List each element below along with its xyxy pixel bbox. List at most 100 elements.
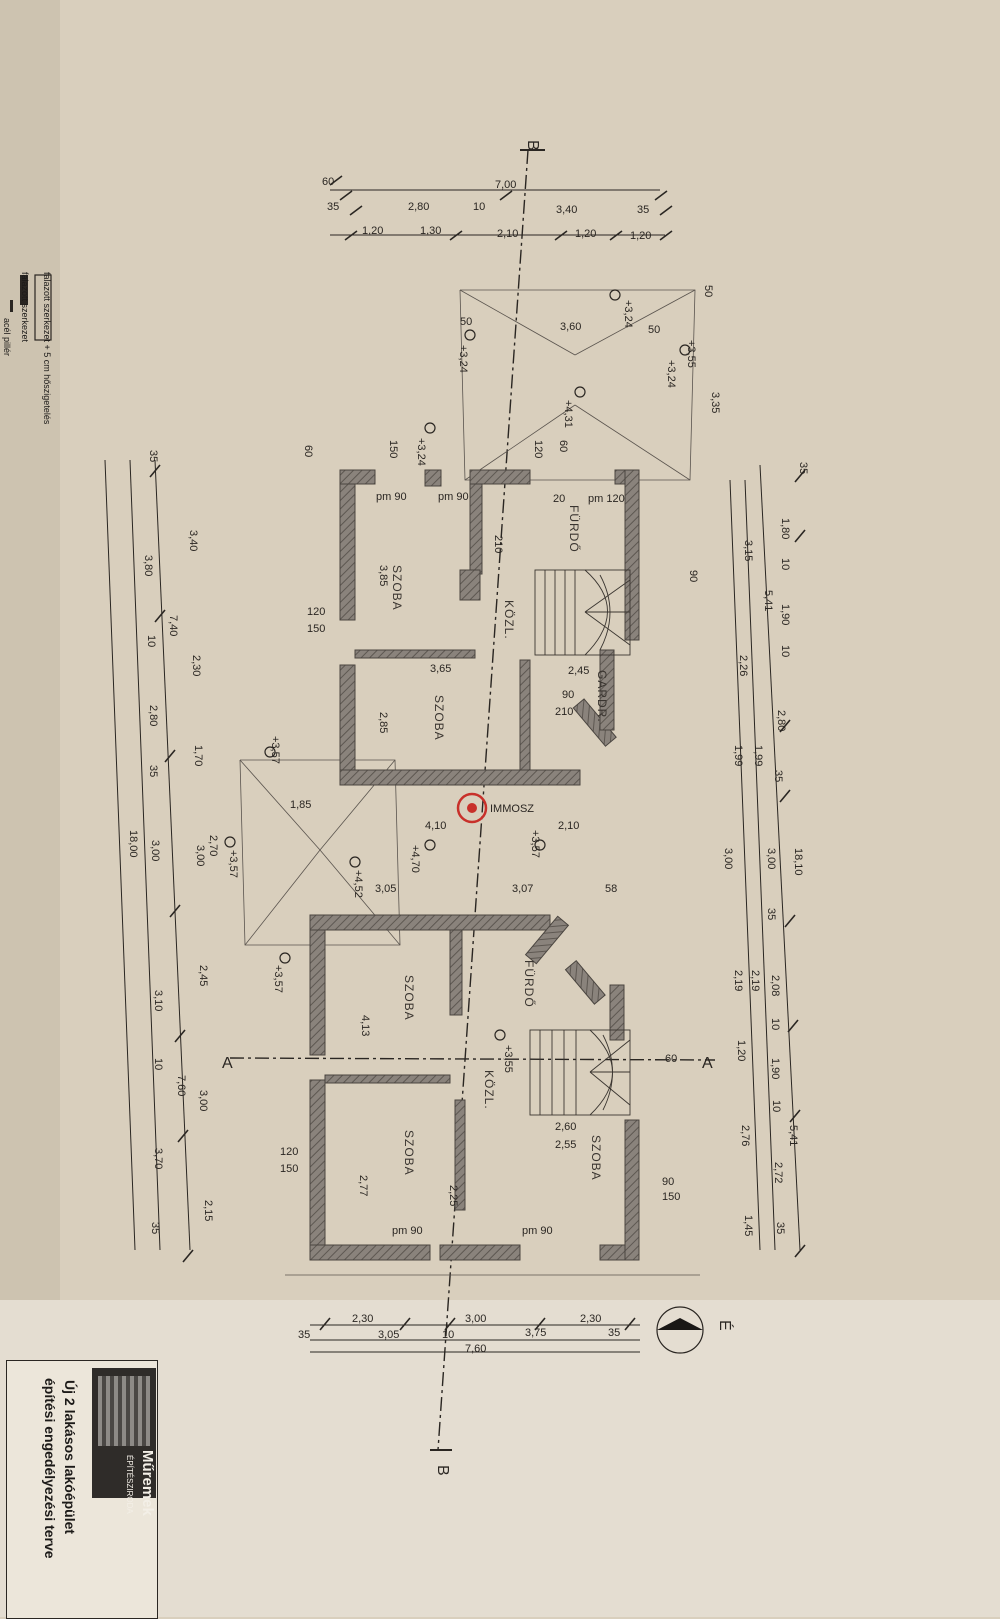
lower-unit-walls	[309, 914, 640, 1261]
legend-swatches	[10, 274, 52, 341]
watermark-text: IMMOSZ	[490, 803, 534, 815]
room-label-furdo-1: FÜRDŐ	[567, 505, 582, 553]
interior-label: 3,07	[512, 883, 533, 895]
interior-label: 50	[648, 324, 660, 336]
dim-label: 3,00	[465, 1313, 486, 1325]
dim-label: 2,19	[732, 970, 744, 991]
dim-label: 10	[779, 645, 791, 657]
dim-label: 2,72	[772, 1162, 784, 1183]
dim-label: 1,90	[769, 1058, 781, 1079]
dim-label: 2,80	[147, 705, 159, 726]
dim-label: 1,99	[752, 745, 764, 766]
room-label-szoba-1: SZOBA	[390, 565, 404, 611]
room-label-szoba-2: SZOBA	[432, 695, 446, 741]
interior-label: 4,10	[425, 820, 446, 832]
section-line-a	[229, 1057, 716, 1061]
interior-label: pm 90	[392, 1225, 423, 1237]
dim-label: 2,80	[775, 710, 787, 731]
interior-label: 150	[662, 1191, 680, 1203]
dim-label: 35	[774, 1222, 786, 1234]
interior-label: 2,70	[207, 835, 219, 856]
interior-label: 2,10	[558, 820, 579, 832]
dim-label: 18,00	[127, 830, 139, 858]
dim-label: 2,15	[202, 1200, 214, 1221]
interior-label: 2,55	[555, 1139, 576, 1151]
wall	[339, 469, 356, 621]
dimension-lines	[104, 189, 801, 1353]
dim-label: 1,30	[420, 225, 441, 237]
dim-label: 2,76	[739, 1125, 751, 1146]
north-label: É	[716, 1320, 735, 1331]
legend-item-steel-pillar: acél pillér	[2, 318, 12, 357]
dim-label: 10	[770, 1100, 782, 1112]
dim-label: 10	[473, 201, 485, 213]
project-title: Új 2 lakásos lakóépület	[62, 1380, 78, 1535]
dim-label: 1,45	[742, 1215, 754, 1236]
dim-label: 3,00	[149, 840, 161, 861]
dim-label: 7,60	[465, 1343, 486, 1355]
dim-label: 1,90	[779, 604, 791, 625]
dim-label: 35	[797, 462, 809, 474]
interior-label: 50	[702, 285, 714, 297]
interior-label: 2,45	[568, 665, 589, 677]
legend-item-wall: falazott szerkezet	[20, 272, 30, 343]
upper-staircase	[534, 569, 631, 656]
room-label-furdo-2: FÜRDŐ	[522, 960, 537, 1008]
level-label: +3,55	[685, 340, 697, 368]
interior-label: 58	[605, 883, 617, 895]
dim-label: 35	[147, 765, 159, 777]
dim-label: 1,20	[630, 230, 651, 242]
dim-label: 7,60	[175, 1075, 187, 1096]
level-label: +3,24	[665, 360, 677, 388]
dim-label: 2,10	[497, 228, 518, 240]
title-block: Műremek ÉPÍTÉSZIRODA Új 2 lakásos lakóép…	[0, 1360, 162, 1619]
dim-label: 60	[302, 445, 314, 457]
section-mark-a-right: A	[702, 1055, 713, 1072]
interior-label: 60	[665, 1053, 677, 1065]
dim-label: 18,10	[792, 848, 804, 876]
dim-label: 10	[145, 635, 157, 647]
lower-staircase	[529, 1029, 631, 1116]
interior-label: 3,60	[560, 321, 581, 333]
room-label-kozl-1: KÖZL.	[502, 600, 516, 640]
level-label: +3,57	[269, 736, 281, 764]
interior-label: pm 120	[588, 493, 625, 505]
level-label: +3,55	[502, 1045, 514, 1073]
watermark-logo	[456, 792, 488, 824]
dim-label: 1,20	[735, 1040, 747, 1061]
dim-label: 35	[772, 770, 784, 782]
dim-label: 2,30	[580, 1313, 601, 1325]
paper-lower-fold	[0, 1300, 1000, 1617]
dim-label: 35	[608, 1327, 620, 1339]
dim-label: 7,40	[167, 615, 179, 636]
interior-label: 210	[492, 535, 504, 553]
section-mark-b-top: B	[524, 140, 541, 151]
dim-label: 10	[442, 1329, 454, 1341]
dim-label: 3,40	[187, 530, 199, 551]
dim-label: 2,30	[190, 655, 202, 676]
dim-label: 3,75	[525, 1327, 546, 1339]
interior-label: 90	[687, 570, 699, 582]
dim-label: 2,26	[737, 655, 749, 676]
dim-label: 10	[779, 558, 791, 570]
dim-label: 7,00	[495, 179, 516, 191]
interior-label: 150	[387, 440, 399, 458]
room-label-szoba-5: SZOBA	[589, 1135, 603, 1181]
upper-unit-walls	[339, 469, 640, 786]
dim-label: 35	[147, 450, 159, 462]
dim-label: 35	[327, 201, 339, 213]
interior-label: 50	[460, 316, 472, 328]
dim-label: 3,00	[194, 845, 206, 866]
dim-label: 35	[637, 204, 649, 216]
interior-label: 3,65	[430, 663, 451, 675]
interior-label: 3,85	[377, 565, 389, 586]
interior-label: 150	[307, 623, 325, 635]
dim-label: 3,70	[152, 1148, 164, 1169]
dim-label: 35	[765, 908, 777, 920]
dimension-ticks	[149, 175, 806, 1331]
dim-label: 3,10	[152, 990, 164, 1011]
level-label: +3,24	[415, 438, 427, 466]
level-label: +4,31	[562, 400, 574, 428]
